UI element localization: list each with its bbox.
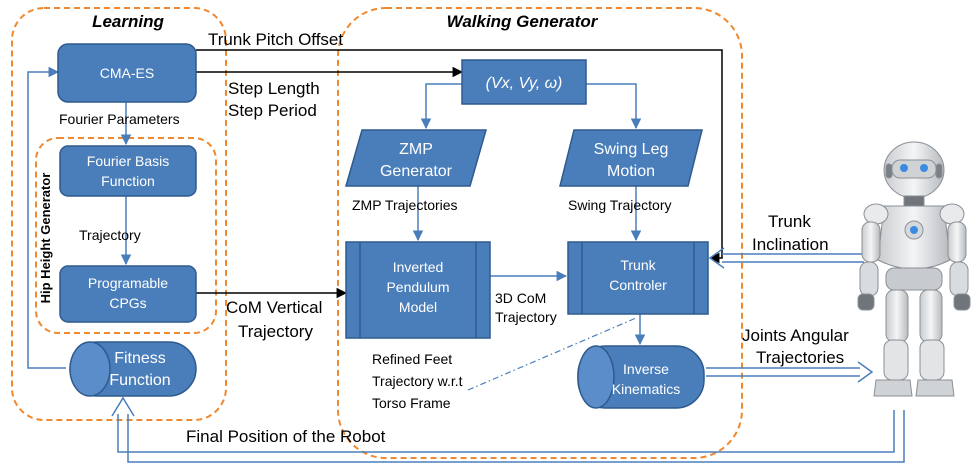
trunk-pitch-offset-line (196, 49, 723, 264)
hip-height-generator-title: Hip Height Generator (38, 173, 53, 304)
velocity-to-zmp-arrow (420, 83, 462, 130)
learning-group-border (11, 7, 227, 421)
velocity-command-block (461, 59, 587, 105)
refined-feet-label-1: Refined Feet (372, 351, 452, 367)
pendulum-label-3: Model (399, 299, 437, 315)
fitness-function-block (69, 341, 197, 397)
zmp-trajectories-label: ZMP Trajectories (352, 197, 458, 213)
fitness-label-2: Function (109, 372, 170, 389)
com-3d-label-1: 3D CoM (495, 290, 546, 306)
swing-label-1: Swing Leg (594, 141, 669, 158)
swing-trajectory-label: Swing Trajectory (568, 197, 671, 213)
walking-generator-title: Walking Generator (447, 12, 599, 31)
cpg-label-1: Programable (88, 275, 168, 291)
swing-leg-motion-block (559, 129, 703, 187)
final-position-feedback-arrow (111, 396, 905, 463)
refined-feet-label-3: Torso Frame (372, 395, 451, 411)
joints-angular-arrow (706, 361, 874, 383)
hip-height-generator-border (35, 137, 217, 334)
cma-es-label: CMA-ES (100, 65, 154, 81)
refined-feet-dashdot-line (467, 317, 637, 391)
fitness-feedback-line (27, 66, 66, 369)
zmp-label-2: Generator (380, 163, 453, 180)
com-vertical-label-2: Trajectory (238, 322, 313, 341)
fitness-label-1: Fitness (114, 350, 166, 367)
trunk-inclination-arrow (708, 247, 864, 269)
trunk-inclination-label-1: Trunk (768, 212, 811, 231)
humanoid-robot-icon (857, 141, 971, 397)
learning-title: Learning (92, 12, 164, 31)
cpg-block (59, 265, 197, 323)
fourier-parameters-label: Fourier Parameters (59, 111, 180, 127)
cma-es-block (57, 43, 197, 103)
ik-label-2: Kinematics (612, 381, 680, 397)
fourier-basis-block (59, 145, 197, 197)
trajectory-label: Trajectory (79, 227, 141, 243)
fourier-basis-label-2: Function (101, 173, 155, 189)
step-period-label: Step Period (228, 101, 317, 120)
joints-angular-label-1: Joints Angular (742, 326, 849, 345)
trunk-inclination-label-2: Inclination (752, 235, 829, 254)
velocity-to-swing-arrow (586, 83, 642, 130)
trunk-controller-block (567, 241, 709, 315)
inverse-kinematics-block (577, 345, 705, 409)
zmp-label-1: ZMP (399, 141, 433, 158)
swing-label-2: Motion (607, 163, 655, 180)
walking-generator-group-border (337, 7, 743, 459)
zmp-generator-block (345, 129, 487, 187)
cpg-label-2: CPGs (109, 295, 146, 311)
pendulum-label-1: Inverted (393, 259, 444, 275)
com-3d-label-2: Trajectory (495, 309, 557, 325)
fourier-basis-label-1: Fourier Basis (87, 153, 169, 169)
velocity-command-label: (Vx, Vy, ω) (486, 75, 563, 92)
refined-feet-label-2: Trajectory w.r.t (372, 373, 463, 389)
trunk-controller-label-2: Controler (609, 277, 667, 293)
trunk-pitch-offset-label: Trunk Pitch Offset (208, 30, 343, 49)
pendulum-label-2: Pendulum (386, 279, 449, 295)
trunk-controller-label-1: Trunk (620, 257, 656, 273)
inverted-pendulum-block (345, 241, 491, 339)
ik-label-1: Inverse (623, 361, 669, 377)
com-vertical-label-1: CoM Vertical (226, 298, 322, 317)
step-length-label: Step Length (228, 79, 320, 98)
joints-angular-label-2: Trajectories (756, 348, 844, 367)
final-position-label: Final Position of the Robot (186, 427, 386, 446)
